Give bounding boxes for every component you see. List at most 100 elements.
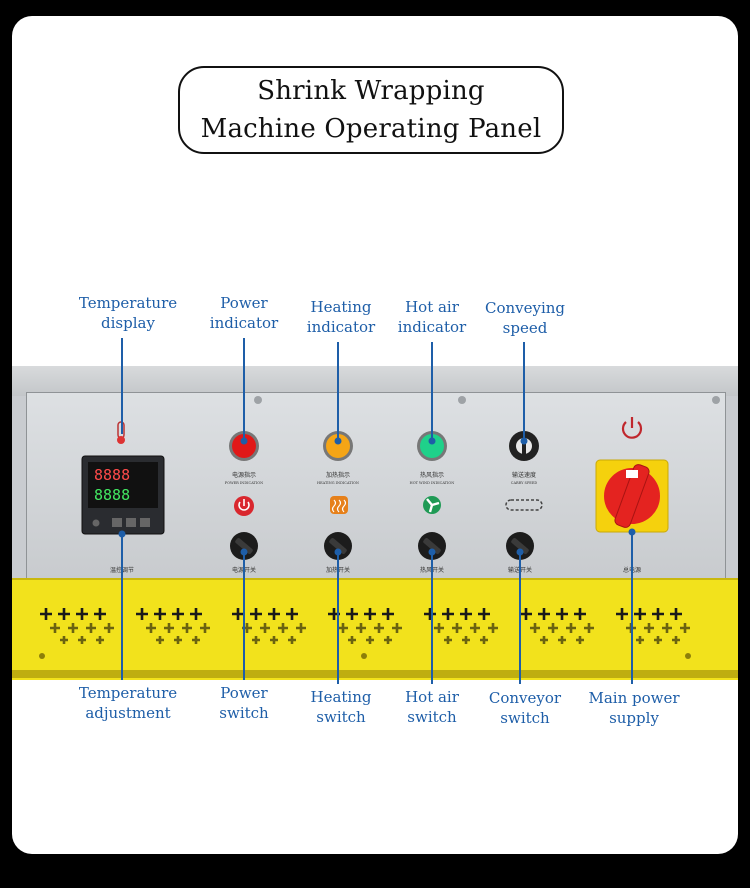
screw: [712, 396, 720, 404]
perforation: [548, 623, 558, 633]
perforation: [364, 608, 376, 620]
perforation: [270, 636, 278, 644]
label-line: Heating: [310, 298, 372, 316]
perforation: [634, 608, 646, 620]
rail-perforations: [40, 608, 690, 644]
leader-dot: [516, 548, 524, 556]
label-main-power-supply: Main power supply: [569, 688, 699, 728]
perforation: [232, 608, 244, 620]
label-power-switch: Power switch: [179, 683, 309, 723]
perforation: [616, 608, 628, 620]
conveyor-switch-knob: [506, 532, 534, 560]
label-line: Power: [220, 294, 268, 312]
screw: [254, 396, 262, 404]
diagram-card: Shrink Wrapping Machine Operating Panel …: [12, 16, 738, 854]
label-line: switch: [407, 708, 457, 726]
label-line: indicator: [397, 318, 467, 336]
perforation: [154, 608, 166, 620]
perforation: [252, 636, 260, 644]
perforation: [104, 623, 114, 633]
perforation: [60, 636, 68, 644]
label-power-indicator: Power indicator: [179, 293, 309, 333]
label-line: indicator: [306, 318, 376, 336]
perforation: [296, 623, 306, 633]
perforation: [424, 608, 436, 620]
perforation: [566, 623, 576, 633]
label-heating-switch: Heating switch: [276, 687, 406, 727]
perforation: [40, 608, 52, 620]
perforation: [50, 623, 60, 633]
caption-hotair-indication-en: HOT WIND INDICATION: [410, 481, 455, 485]
perforation: [460, 608, 472, 620]
perforation: [652, 608, 664, 620]
leader-dot: [240, 548, 248, 556]
perforation: [672, 636, 680, 644]
perforation: [278, 623, 288, 633]
label-line: switch: [316, 708, 366, 726]
perforation: [384, 636, 392, 644]
perforation: [164, 623, 174, 633]
perforation: [182, 623, 192, 633]
conveying-speed-knob: [509, 431, 539, 461]
label-line: display: [101, 314, 155, 332]
label-line: Hot air: [405, 298, 459, 316]
label-line: adjustment: [85, 704, 171, 722]
perforation: [260, 623, 270, 633]
leader-dot: [428, 437, 436, 445]
perforation: [374, 623, 384, 633]
perforation: [556, 608, 568, 620]
perforation: [76, 608, 88, 620]
perforation: [174, 636, 182, 644]
perforation: [584, 623, 594, 633]
leader-dot: [334, 437, 342, 445]
perforation: [366, 636, 374, 644]
label-line: Main power: [588, 689, 680, 707]
rail-bolt: [39, 653, 45, 659]
label-line: Conveyor: [488, 689, 562, 707]
perforation: [58, 608, 70, 620]
perforation: [444, 636, 452, 644]
power-symbol-icon: [621, 417, 643, 439]
fan-icon: [423, 496, 441, 514]
perforation: [68, 623, 78, 633]
label-line: Heating: [310, 688, 372, 706]
label-temperature-display: Temperature display: [63, 293, 193, 333]
perforation: [470, 623, 480, 633]
leader-dot: [240, 437, 248, 445]
perforation: [136, 608, 148, 620]
perforation: [250, 608, 262, 620]
perforation: [654, 636, 662, 644]
display-readout-top: 8888: [94, 466, 130, 484]
label-conveying-speed: Conveying speed: [460, 298, 590, 338]
perforation: [480, 636, 488, 644]
rail-bolt: [685, 653, 691, 659]
perforation: [86, 623, 96, 633]
perforation: [346, 608, 358, 620]
perforation: [172, 608, 184, 620]
label-line: supply: [609, 709, 659, 727]
perforation: [382, 608, 394, 620]
perforation: [462, 636, 470, 644]
perforation: [662, 623, 672, 633]
perforation: [200, 623, 210, 633]
panel-graphics: 8888 8888 电源指示 POWER INDICATION 加热: [39, 338, 720, 684]
perforation: [670, 608, 682, 620]
perforation: [636, 636, 644, 644]
perforation: [348, 636, 356, 644]
caption-carry-speed-en: CARRY SPEED: [511, 481, 538, 485]
label-line: indicator: [209, 314, 279, 332]
perforation: [478, 608, 490, 620]
perforation: [190, 608, 202, 620]
label-line: Temperature: [78, 684, 178, 702]
hotair-switch-knob: [418, 532, 446, 560]
leader-dot: [118, 530, 126, 538]
display-readout-bottom: 8888: [94, 486, 130, 504]
caption-hotair-indication: 热风指示: [420, 471, 444, 479]
temperature-display: 8888 8888: [81, 455, 165, 535]
perforation: [288, 636, 296, 644]
perforation: [452, 623, 462, 633]
heating-indicator-lamp: [323, 431, 353, 461]
label-hotair-indicator: Hot air indicator: [367, 297, 497, 337]
main-power-switch: [595, 459, 669, 533]
perforation: [558, 636, 566, 644]
